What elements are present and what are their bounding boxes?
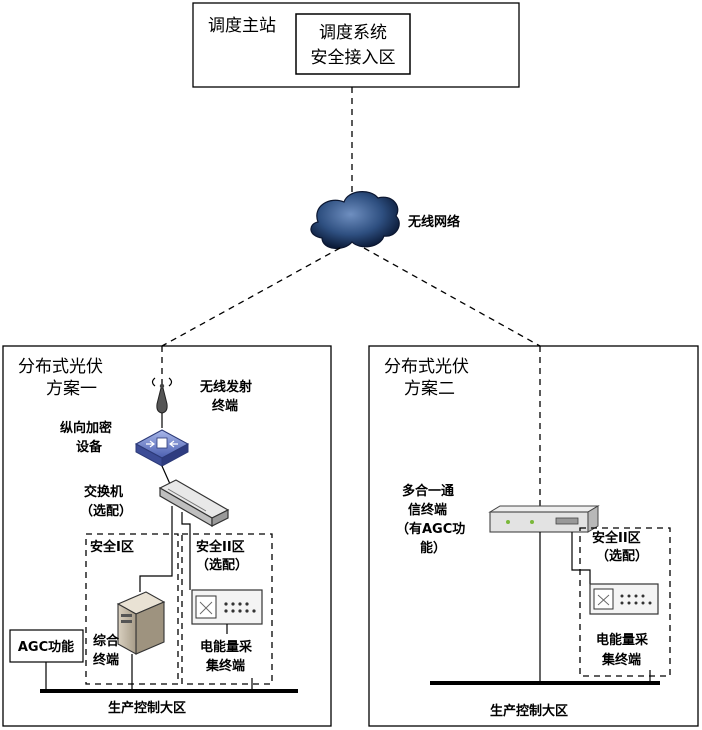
switch-icon — [158, 479, 230, 528]
wireless-cloud-icon — [310, 191, 400, 249]
meter-label-line2: 集终端 — [205, 658, 245, 674]
transmitter-label-line2: 终端 — [212, 398, 238, 414]
switch-label-line2: （选配） — [80, 503, 132, 519]
scheme2-zone2-line1: 安全II区 — [592, 530, 641, 546]
wireless-network-label: 无线网络 — [407, 214, 460, 230]
scheme2-meter-line2: 集终端 — [601, 652, 641, 668]
scheme1-bus-label: 生产控制大区 — [108, 700, 186, 716]
scheme1-subtitle: 方案一 — [46, 379, 97, 399]
transmitter-label-line1: 无线发射 — [199, 379, 252, 395]
meter-terminal-icon — [191, 589, 263, 625]
access-zone-label: 安全接入区 — [311, 48, 396, 68]
encryption-device-icon — [134, 429, 190, 467]
link-switch-meter — [181, 512, 191, 590]
scheme2-meter-line1: 电能量采 — [596, 632, 649, 648]
switch-label-line1: 交换机 — [84, 484, 123, 500]
scheme2-bus-label: 生产控制大区 — [490, 703, 568, 719]
scheme1-box — [2, 345, 332, 727]
comm-label-line2: 信终端 — [408, 502, 447, 518]
server-icon — [116, 591, 166, 655]
comm-label-line4: 能） — [420, 540, 446, 556]
scheme2-meter-terminal-icon — [589, 583, 659, 615]
link-switch-server — [139, 506, 173, 592]
agc-box — [9, 629, 84, 663]
link-cloud-scheme2 — [363, 247, 541, 347]
meter-label-line1: 电能量采 — [200, 639, 253, 655]
link-encrypt-switch — [161, 465, 171, 485]
scheme2-box — [368, 345, 699, 727]
zone2-label-line1: 安全II区 — [196, 539, 245, 555]
agc-label: AGC功能 — [18, 639, 74, 655]
integrated-terminal-line2: 终端 — [93, 652, 119, 668]
scheme2-title: 分布式光伏 — [384, 357, 469, 377]
scheme2-subtitle: 方案二 — [404, 379, 455, 399]
zone1-label: 安全I区 — [90, 539, 134, 555]
integrated-terminal-line1: 综合 — [93, 633, 120, 649]
encrypt-label-line2: 设备 — [76, 439, 103, 455]
dispatch-access-zone-box — [295, 13, 411, 75]
link-comm-meter — [571, 532, 591, 584]
dispatch-system-label: 调度系统 — [319, 23, 387, 43]
scheme2-zone2-box — [579, 527, 671, 677]
master-station-box: 调度主站 调度系统 安全接入区 — [192, 2, 520, 88]
zone2-box — [181, 533, 273, 685]
comm-label-line3: （有AGC功 — [396, 521, 465, 537]
antenna-icon — [151, 377, 173, 414]
zone2-label-line2: （选配） — [196, 557, 248, 573]
encrypt-label-line1: 纵向加密 — [60, 420, 112, 436]
comm-label-line1: 多合一通 — [402, 483, 454, 499]
scheme1-title: 分布式光伏 — [18, 357, 103, 377]
comm-terminal-icon — [488, 505, 600, 533]
link-cloud-scheme1 — [161, 247, 341, 347]
scheme2-zone2-line2: （选配） — [596, 548, 648, 564]
master-station-title: 调度主站 — [208, 16, 276, 36]
